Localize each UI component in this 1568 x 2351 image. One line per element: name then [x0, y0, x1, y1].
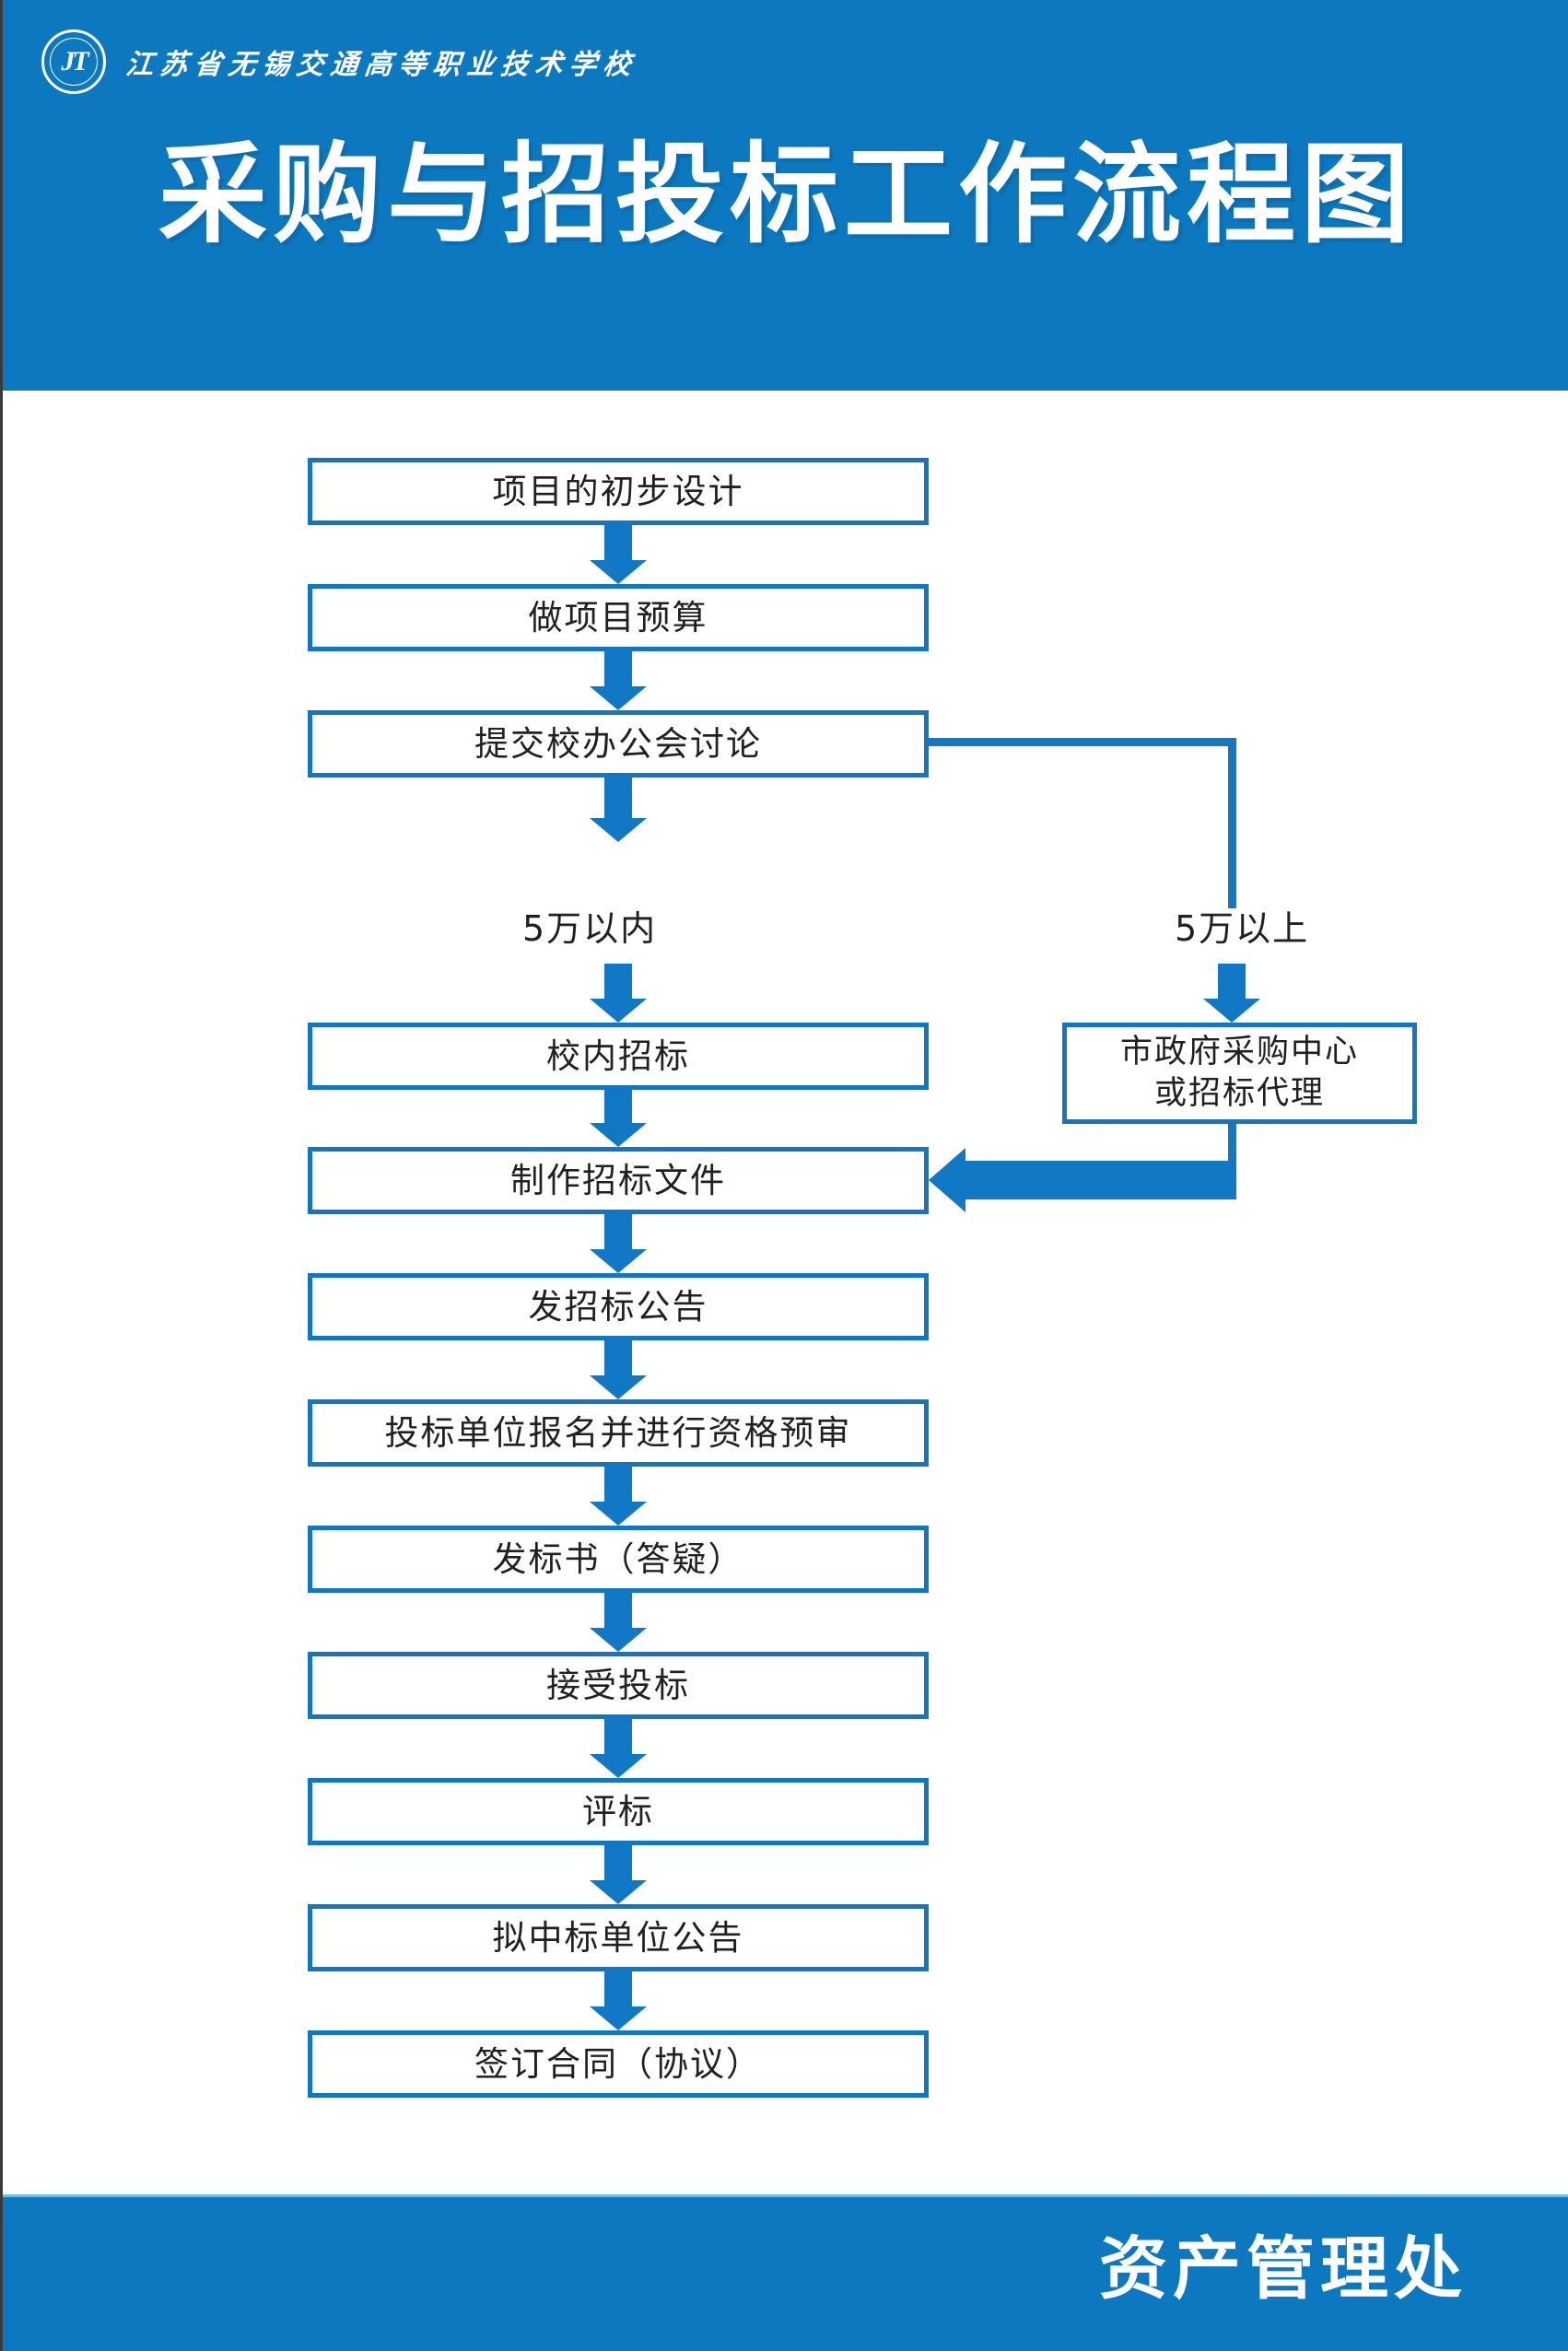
arrow-n4-to-n5 [590, 1090, 647, 1147]
connector-branch-merge-vertical [1228, 1124, 1236, 1161]
flow-node-label: 制作招标文件 [510, 1160, 726, 1200]
flowchart: 项目的初步设计 做项目预算 提交校办公会讨论 5万以内 5万以上 [3, 391, 1568, 2194]
arrow-head [590, 818, 647, 842]
poster-page: JT 江苏省无锡交通高等职业技术学校 采购与招投标工作流程图 项目的初步设计 做… [3, 0, 1568, 2351]
arrow-head [590, 1375, 647, 1399]
flow-node-n7[interactable]: 投标单位报名并进行资格预审 [308, 1399, 929, 1467]
arrow-head [590, 1628, 647, 1652]
flow-node-n12[interactable]: 签订合同（协议） [308, 2030, 929, 2098]
arrow-shaft [604, 1467, 632, 1502]
arrow-head [590, 1249, 647, 1273]
flow-node-label: 拟中标单位公告 [492, 1917, 744, 1958]
arrow-head [590, 2006, 647, 2030]
flow-node-n6[interactable]: 发招标公告 [308, 1273, 929, 1340]
flow-node-n4[interactable]: 校内招标 [308, 1023, 929, 1090]
arrow-shaft [604, 1719, 632, 1754]
flow-node-label: 发标书（答疑） [492, 1538, 744, 1579]
flow-node-n9[interactable]: 接受投标 [308, 1652, 929, 1719]
arrow-shaft [604, 1971, 632, 2006]
flow-node-n11[interactable]: 拟中标单位公告 [308, 1904, 929, 1971]
connector-n3-to-branch-vertical [1228, 738, 1236, 908]
arrow-head [590, 686, 647, 710]
arrow-shaft [604, 1090, 632, 1123]
flow-node-branch[interactable]: 市政府采购中心 或招标代理 [1062, 1023, 1417, 1124]
arrow-shaft [604, 525, 632, 560]
school-name: 江苏省无锡交通高等职业技术学校 [123, 49, 639, 81]
flow-node-label: 项目的初步设计 [492, 471, 744, 511]
school-crest-icon: JT [41, 29, 106, 94]
flow-node-label: 评标 [582, 1791, 654, 1831]
arrow-n5-to-n6 [590, 1214, 647, 1273]
arrow-shaft [604, 1845, 632, 1880]
department-name: 资产管理处 [1099, 2229, 1468, 2309]
flow-node-n1[interactable]: 项目的初步设计 [308, 458, 929, 525]
arrow-head [590, 999, 647, 1023]
arrow-n1-to-n2 [590, 525, 647, 584]
arrow-n7-to-n8 [590, 1467, 647, 1526]
flow-node-n5[interactable]: 制作招标文件 [308, 1147, 929, 1214]
brand-row: JT 江苏省无锡交通高等职业技术学校 [41, 29, 638, 94]
poster-footer: 资产管理处 [3, 2194, 1568, 2351]
flow-node-label: 投标单位报名并进行资格预审 [384, 1412, 852, 1453]
arrow-head [590, 1123, 647, 1147]
arrow-shaft [604, 1593, 632, 1628]
arrow-head [590, 560, 647, 584]
logo-monogram: JT [61, 46, 88, 76]
flow-node-label: 做项目预算 [528, 597, 708, 637]
arrow-shaft [604, 1214, 632, 1249]
page-title: 采购与招投标工作流程图 [158, 131, 1415, 258]
flow-node-n2[interactable]: 做项目预算 [308, 584, 929, 651]
arrow-head [1203, 999, 1260, 1023]
arrow-n2-to-n3 [590, 651, 647, 710]
flow-node-label: 发招标公告 [528, 1286, 708, 1327]
flow-node-label: 提交校办公会讨论 [474, 723, 762, 764]
arrow-left-branch-to-n4 [590, 964, 647, 1023]
arrow-head [929, 1148, 965, 1212]
arrow-n6-to-n7 [590, 1340, 647, 1399]
arrow-n9-to-n10 [590, 1719, 647, 1778]
arrow-n3-to-left-branch [590, 778, 647, 842]
flow-node-n10[interactable]: 评标 [308, 1778, 929, 1845]
arrow-shaft [1218, 964, 1246, 999]
arrow-branch-merge-to-n5 [929, 1148, 1236, 1212]
arrow-shaft [604, 964, 632, 999]
arrow-n10-to-n11 [590, 1845, 647, 1904]
arrow-shaft [604, 651, 632, 686]
arrow-n11-to-n12 [590, 1971, 647, 2030]
arrow-head [590, 1502, 647, 1526]
branch-label-left: 5万以内 [522, 908, 658, 949]
arrow-shaft [965, 1161, 1236, 1199]
flow-node-n3[interactable]: 提交校办公会讨论 [308, 710, 929, 778]
flow-node-label: 接受投标 [546, 1665, 690, 1705]
arrow-shaft [604, 1340, 632, 1375]
flow-node-n8[interactable]: 发标书（答疑） [308, 1526, 929, 1593]
flow-node-label: 签订合同（协议） [474, 2043, 762, 2084]
arrow-head [590, 1880, 647, 1904]
arrow-n8-to-n9 [590, 1593, 647, 1652]
arrow-head [590, 1754, 647, 1778]
flow-node-branch-line2: 或招标代理 [1153, 1075, 1325, 1112]
flow-node-label: 校内招标 [546, 1035, 690, 1076]
connector-n3-to-branch-horizontal [929, 738, 1236, 746]
arrow-right-branch-to-branchbox [1203, 964, 1260, 1023]
branch-label-right: 5万以上 [1175, 908, 1310, 949]
arrow-shaft [604, 778, 632, 818]
poster-header: JT 江苏省无锡交通高等职业技术学校 采购与招投标工作流程图 [3, 0, 1568, 391]
flow-node-branch-line1: 市政府采购中心 [1119, 1034, 1359, 1071]
